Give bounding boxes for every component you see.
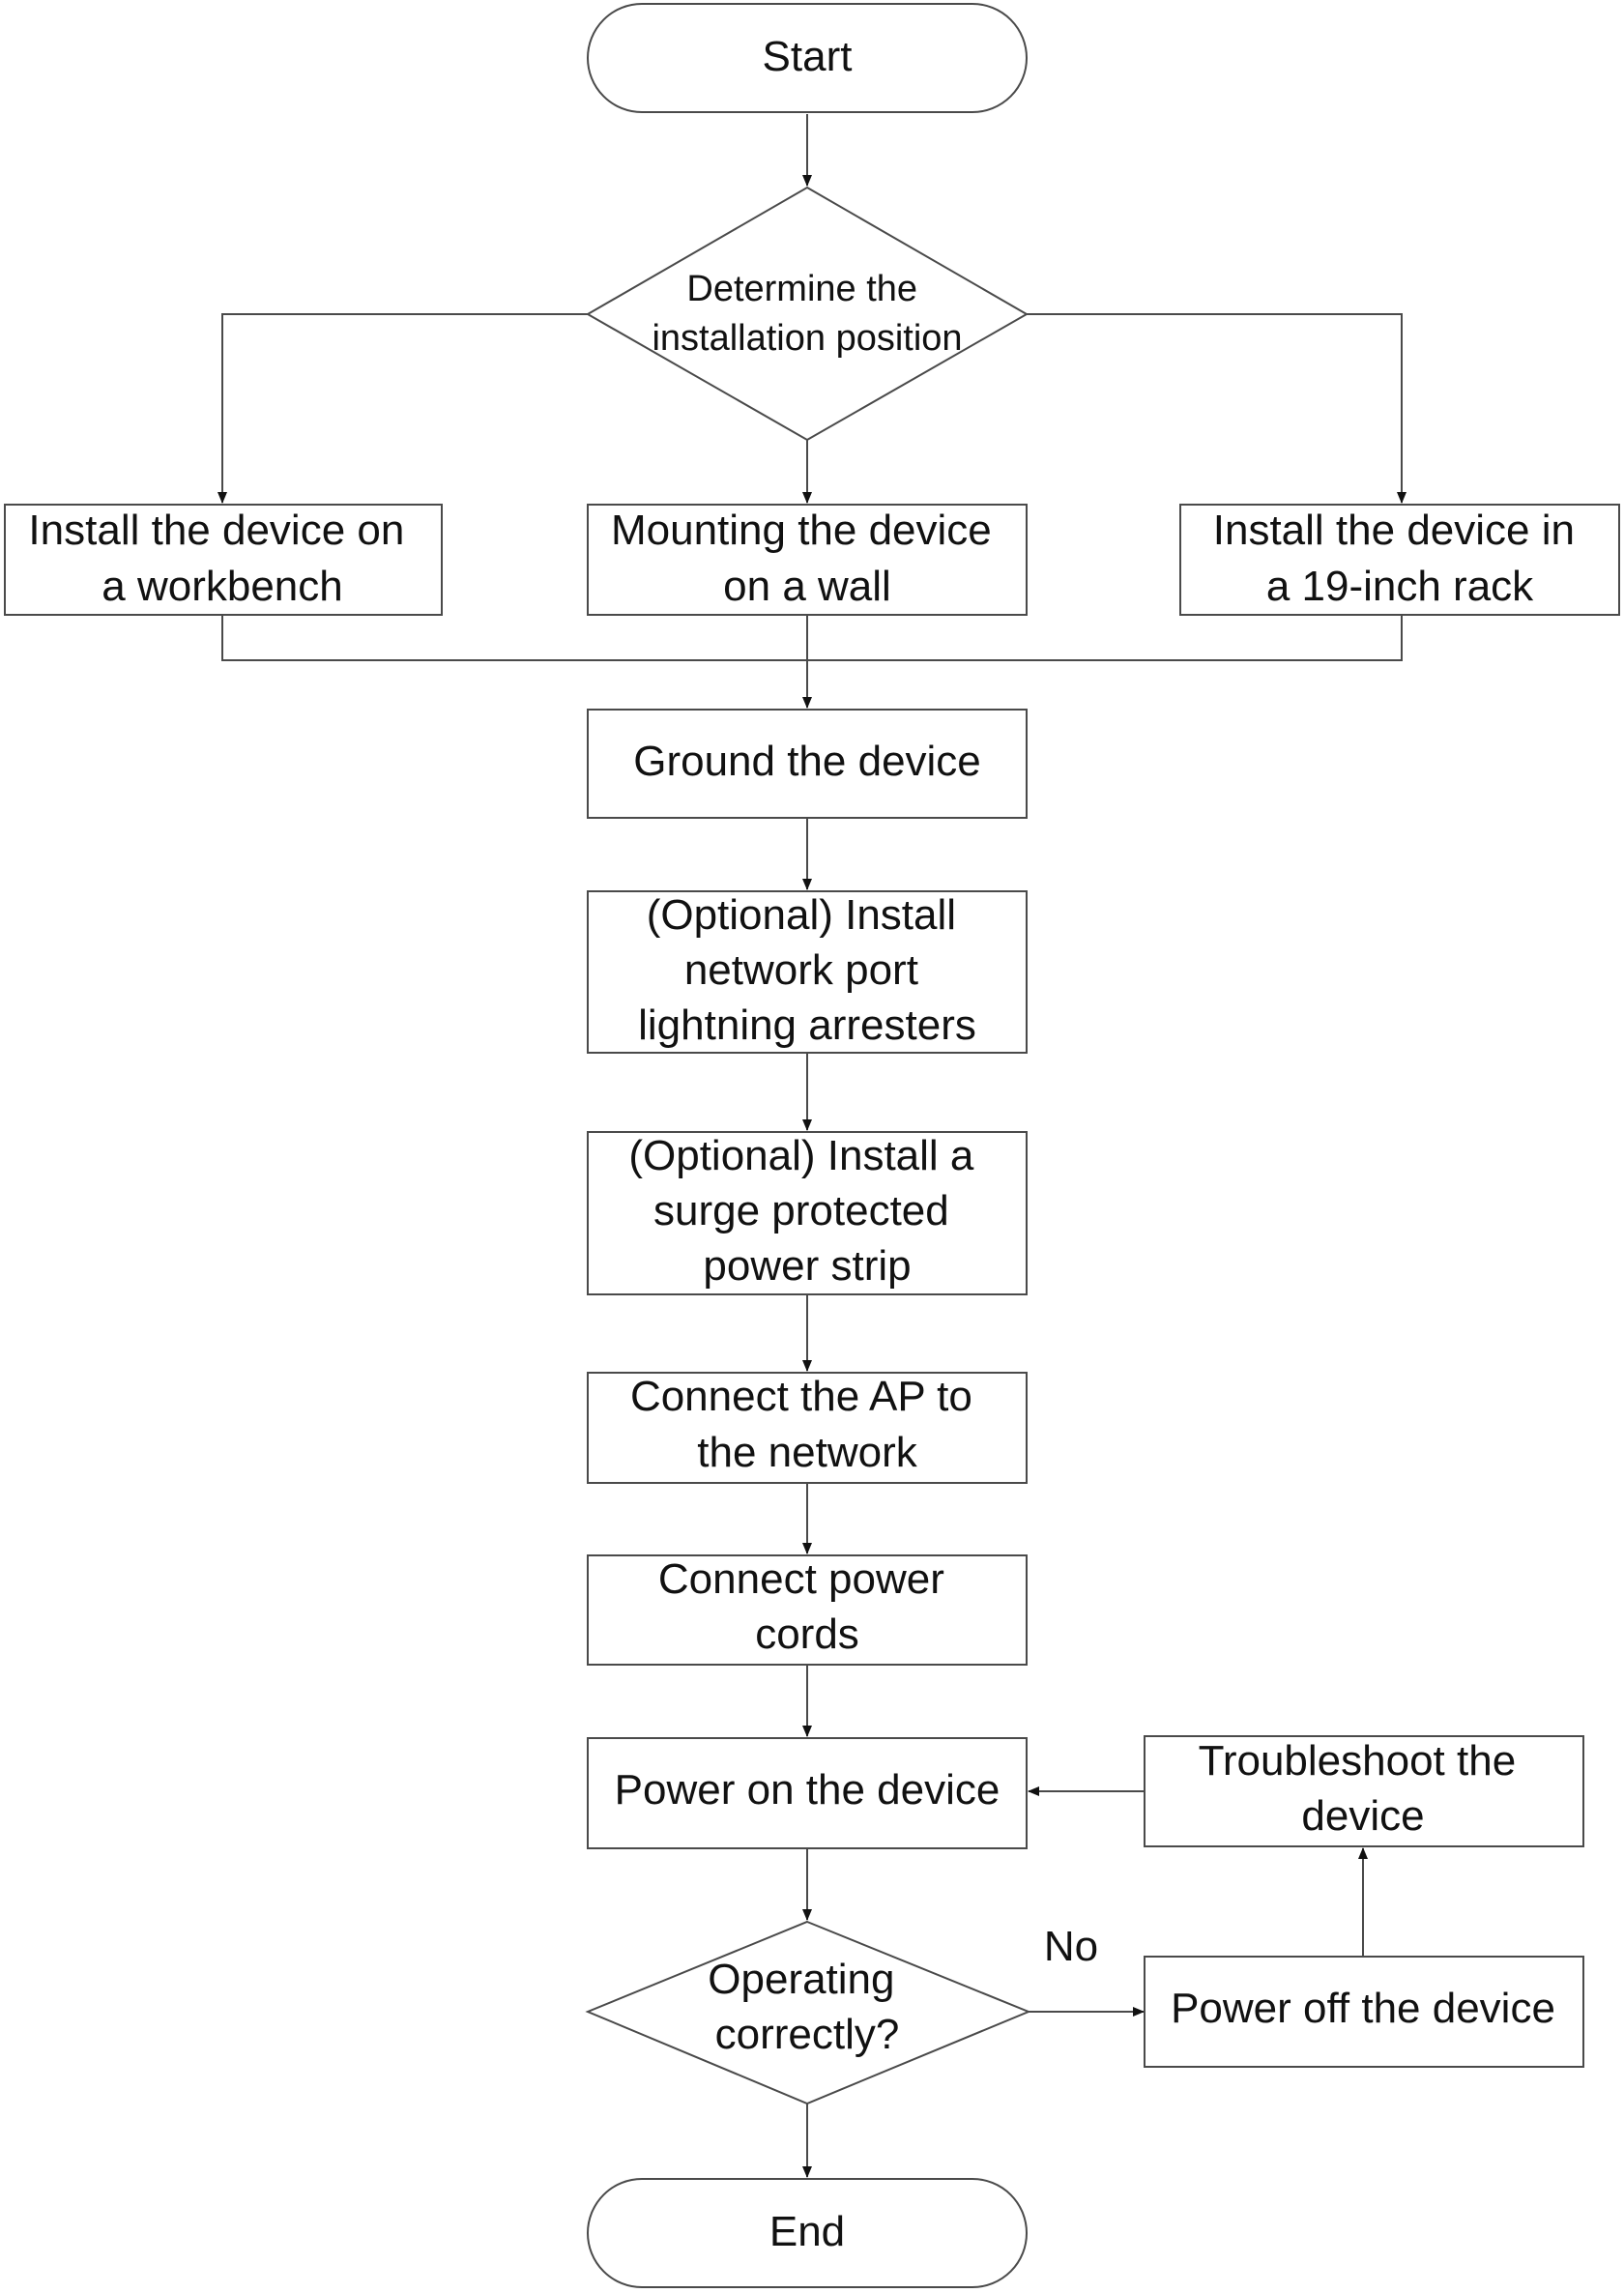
power-on-label-line: Power on the device [615, 1766, 1000, 1814]
power-cords-label: Connect power cords [658, 1555, 956, 1658]
connect-ap-label-line: Connect the AP to [630, 1373, 972, 1420]
workbench-label: Install the device on a workbench [28, 507, 416, 610]
power-on-label: Power on the device [615, 1766, 1000, 1814]
operating-label-line: Operating [708, 1956, 894, 2003]
workbench-step [4, 504, 443, 616]
position-label: Determine the installation position [652, 269, 962, 359]
rack-step [1179, 504, 1620, 616]
position-label-line: installation position [652, 318, 962, 359]
power-off-label: Power off the device [1171, 1985, 1555, 2032]
end-label: End [769, 2208, 845, 2255]
no-branch-label: No [1044, 1923, 1098, 1970]
power-cords-label-line: Connect power [658, 1555, 944, 1603]
arresters-step [587, 890, 1028, 1054]
power-cords-label-line: cords [755, 1611, 859, 1658]
edge-position-to-workbench [218, 313, 588, 504]
arresters-label-line: (Optional) Install [647, 891, 956, 939]
ground-label-line: Ground the device [633, 738, 981, 785]
end-label-line: End [769, 2208, 845, 2255]
rack-label-line: a 19-inch rack [1266, 563, 1534, 610]
arresters-label-line: lightning arresters [638, 1001, 976, 1049]
wall-label: Mounting the device on a wall [611, 507, 1003, 610]
power-off-step [1144, 1956, 1584, 2068]
surge-label-line: power strip [703, 1242, 911, 1290]
wall-step [587, 504, 1028, 616]
wall-label-line: on a wall [723, 563, 891, 610]
troubleshoot-label-line: device [1301, 1792, 1424, 1840]
operating-label: Operating correctly? [708, 1956, 906, 2058]
power-on-step [587, 1737, 1028, 1849]
connect-ap-step [587, 1372, 1028, 1484]
operating-decision [585, 1920, 1031, 2105]
arresters-label-line: network port [684, 946, 918, 994]
troubleshoot-label-line: Troubleshoot the [1199, 1737, 1517, 1785]
start-label-line: Start [763, 33, 853, 80]
start-terminal [587, 3, 1028, 113]
surge-step [587, 1131, 1028, 1295]
connectors [218, 114, 1406, 2178]
workbench-label-line: Install the device on [28, 507, 404, 554]
wall-label-line: Mounting the device [611, 507, 992, 554]
rack-label-line: Install the device in [1213, 507, 1575, 554]
position-decision [585, 186, 1030, 442]
start-label: Start [763, 33, 853, 80]
edge-workbench-merge [221, 616, 1403, 661]
surge-label: (Optional) Install a surge protected pow… [628, 1132, 985, 1290]
end-terminal [587, 2178, 1028, 2288]
connect-ap-label-line: the network [697, 1429, 917, 1476]
ground-step [587, 709, 1028, 819]
power-off-label-line: Power off the device [1171, 1985, 1555, 2032]
connect-ap-label: Connect the AP to the network [630, 1373, 984, 1476]
shapes [4, 3, 1620, 2288]
surge-label-line: (Optional) Install a [628, 1132, 974, 1179]
rack-label: Install the device in a 19-inch rack [1213, 507, 1586, 610]
ground-label: Ground the device [633, 738, 981, 785]
workbench-label-line: a workbench [102, 563, 342, 610]
operating-label-line: correctly? [715, 2011, 900, 2058]
labels: Start Determine the installation positio… [28, 33, 1586, 2255]
troubleshoot-label: Troubleshoot the device [1199, 1737, 1528, 1840]
power-cords-step [587, 1554, 1028, 1666]
troubleshoot-step [1144, 1735, 1584, 1847]
edge-position-to-rack [1027, 313, 1406, 504]
surge-label-line: surge protected [653, 1187, 949, 1234]
position-label-line: Determine the [686, 269, 917, 309]
arresters-label: (Optional) Install network port lightnin… [638, 891, 976, 1049]
